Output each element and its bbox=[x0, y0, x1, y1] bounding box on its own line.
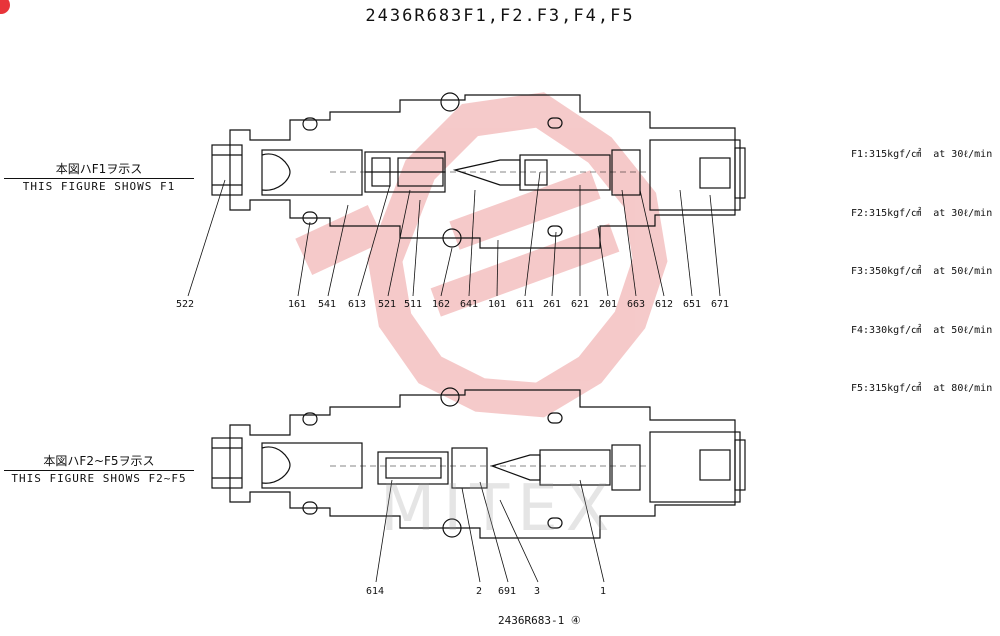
part-label-621: 621 bbox=[571, 299, 589, 310]
pressure-specs: F1:315kgf/㎠ at 30ℓ/min F2:315kgf/㎠ at 30… bbox=[851, 106, 992, 418]
part-label-1: 1 bbox=[600, 586, 606, 597]
top-part-labels: 522 161 541 613 521 511 162 641 101 611 … bbox=[176, 299, 729, 310]
part-label-541: 541 bbox=[318, 299, 336, 310]
part-label-521: 521 bbox=[378, 299, 396, 310]
corner-mark bbox=[0, 0, 10, 14]
spec-f5: F5:315kgf/㎠ at 80ℓ/min bbox=[851, 383, 993, 394]
part-label-2: 2 bbox=[476, 586, 482, 597]
part-label-663: 663 bbox=[627, 299, 645, 310]
part-label-261: 261 bbox=[543, 299, 561, 310]
part-label-101: 101 bbox=[488, 299, 506, 310]
drawing-title: 2436R683F1,F2.F3,F4,F5 bbox=[365, 6, 635, 26]
part-label-671: 671 bbox=[711, 299, 729, 310]
part-label-641: 641 bbox=[460, 299, 478, 310]
spec-f3: F3:350kgf/㎠ at 50ℓ/min bbox=[851, 266, 993, 277]
part-label-612: 612 bbox=[655, 299, 673, 310]
part-label-522: 522 bbox=[176, 299, 194, 310]
bottom-leader-lines bbox=[375, 479, 605, 583]
part-label-162: 162 bbox=[432, 299, 450, 310]
top-valve-section bbox=[211, 92, 746, 249]
bottom-caption-jp: 本図ハF2~F5ヲ示ス bbox=[43, 454, 155, 468]
spec-f1: F1:315kgf/㎠ at 30ℓ/min bbox=[851, 149, 993, 160]
bottom-figure-caption: 本図ハF2~F5ヲ示ス THIS FIGURE SHOWS F2~F5 bbox=[4, 452, 194, 485]
top-caption-jp: 本図ハF1ヲ示ス bbox=[55, 162, 143, 176]
bottom-part-labels: 614 2 691 3 1 bbox=[366, 586, 606, 597]
watermark-logo bbox=[295, 92, 668, 418]
spec-f4: F4:330kgf/㎠ at 50ℓ/min bbox=[851, 324, 993, 336]
part-label-201: 201 bbox=[599, 299, 617, 310]
part-label-614: 614 bbox=[366, 586, 384, 597]
bottom-caption-en: THIS FIGURE SHOWS F2~F5 bbox=[4, 470, 194, 485]
watermark-text: MITEX bbox=[380, 472, 618, 546]
top-leader-lines bbox=[187, 171, 721, 297]
top-caption-en: THIS FIGURE SHOWS F1 bbox=[4, 178, 194, 193]
part-label-611: 611 bbox=[516, 299, 534, 310]
part-label-651: 651 bbox=[683, 299, 701, 310]
spec-f2: F2:315kgf/㎠ at 30ℓ/min bbox=[851, 207, 993, 219]
part-label-613: 613 bbox=[348, 299, 366, 310]
drawing-number: 2436R683-1 ④ bbox=[498, 614, 581, 627]
top-figure-caption: 本図ハF1ヲ示ス THIS FIGURE SHOWS F1 bbox=[4, 160, 194, 193]
part-label-161: 161 bbox=[288, 299, 306, 310]
part-label-3: 3 bbox=[534, 586, 540, 597]
bottom-valve-section bbox=[211, 387, 746, 539]
part-label-511: 511 bbox=[404, 299, 422, 310]
part-label-691: 691 bbox=[498, 586, 516, 597]
